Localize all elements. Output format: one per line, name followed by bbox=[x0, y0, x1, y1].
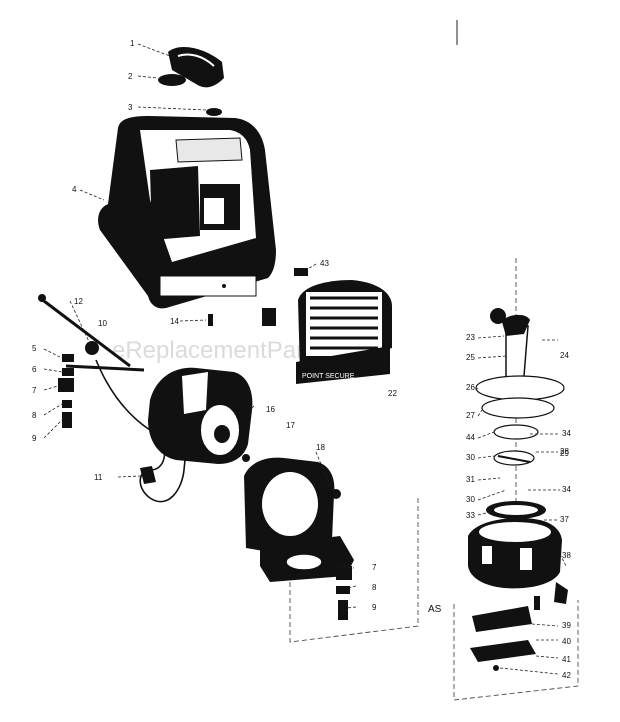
screw-part bbox=[208, 314, 213, 326]
label-37: 37 bbox=[560, 515, 569, 524]
label-7-lower: 7 bbox=[372, 563, 377, 572]
label-26: 26 bbox=[466, 383, 475, 392]
label-5: 5 bbox=[32, 344, 37, 353]
label-12: 12 bbox=[74, 297, 83, 306]
label-34: 34 bbox=[562, 429, 571, 438]
lower-boundary bbox=[453, 600, 579, 701]
foot-part bbox=[262, 308, 276, 326]
label-42: 42 bbox=[562, 671, 571, 680]
part-labels: 1 2 3 4 5 6 7 8 9 10 11 12 14 16 17 18 2… bbox=[32, 39, 571, 680]
label-28: 28 bbox=[560, 447, 569, 456]
label-40: 40 bbox=[562, 637, 571, 646]
label-39: 39 bbox=[562, 621, 571, 630]
label-6: 6 bbox=[32, 365, 37, 374]
foot-pad-part bbox=[493, 665, 499, 671]
label-9-lower: 9 bbox=[372, 603, 377, 612]
label-4: 4 bbox=[72, 185, 77, 194]
base-plate-part bbox=[475, 375, 565, 401]
front-grille-part: POINT SECURE bbox=[296, 280, 392, 384]
label-3: 3 bbox=[128, 103, 133, 112]
label-41: 41 bbox=[562, 655, 571, 664]
label-31: 31 bbox=[466, 475, 475, 484]
label-11: 11 bbox=[94, 473, 103, 482]
label-2: 2 bbox=[128, 72, 133, 81]
label-38: 38 bbox=[562, 551, 571, 560]
label-18: 18 bbox=[316, 443, 325, 452]
label-44: 44 bbox=[466, 433, 475, 442]
label-34-lower: 34 bbox=[562, 485, 571, 494]
label-25: 25 bbox=[466, 353, 475, 362]
label-29: 29 bbox=[560, 449, 569, 458]
label-33: 33 bbox=[466, 511, 475, 520]
handle-grip-part bbox=[168, 47, 224, 88]
spring-part bbox=[336, 566, 352, 580]
bolt-part bbox=[338, 600, 348, 620]
label-24: 24 bbox=[560, 351, 569, 360]
disc-part bbox=[481, 397, 555, 419]
label-1: 1 bbox=[130, 39, 135, 48]
leader-lines bbox=[43, 43, 567, 675]
label-43: 43 bbox=[320, 259, 329, 268]
motor-bracket-part bbox=[244, 457, 354, 582]
bracket-boundary bbox=[289, 496, 419, 643]
housing-part bbox=[98, 116, 276, 309]
label-16: 16 bbox=[266, 405, 275, 414]
label-8-lower: 8 bbox=[372, 583, 377, 592]
washer-part bbox=[206, 108, 222, 116]
label-14: 14 bbox=[170, 317, 179, 326]
bowl-assembly-part bbox=[468, 518, 562, 589]
grille-text: POINT SECURE bbox=[302, 373, 355, 380]
ring-part bbox=[493, 424, 539, 440]
gasket-part bbox=[472, 606, 532, 632]
cord-plug bbox=[140, 466, 156, 484]
label-30-lower: 30 bbox=[466, 495, 475, 504]
clip-part bbox=[294, 268, 308, 276]
label-17: 17 bbox=[286, 421, 295, 430]
label-7: 7 bbox=[32, 386, 37, 395]
assembly-label: AS bbox=[428, 604, 442, 615]
label-8: 8 bbox=[32, 411, 37, 420]
motor-part bbox=[148, 367, 253, 464]
label-10: 10 bbox=[98, 319, 107, 328]
label-23: 23 bbox=[466, 333, 475, 342]
label-22: 22 bbox=[388, 389, 397, 398]
bottom-plate-part bbox=[470, 640, 536, 662]
bolt-lower-part bbox=[534, 596, 540, 610]
handle-insert-part bbox=[158, 74, 186, 86]
label-9: 9 bbox=[32, 434, 37, 443]
nut-part bbox=[336, 586, 350, 594]
label-30: 30 bbox=[466, 453, 475, 462]
label-27: 27 bbox=[466, 411, 475, 420]
cap-part bbox=[490, 308, 506, 324]
nozzle-part bbox=[554, 582, 568, 604]
column-part bbox=[502, 314, 530, 379]
